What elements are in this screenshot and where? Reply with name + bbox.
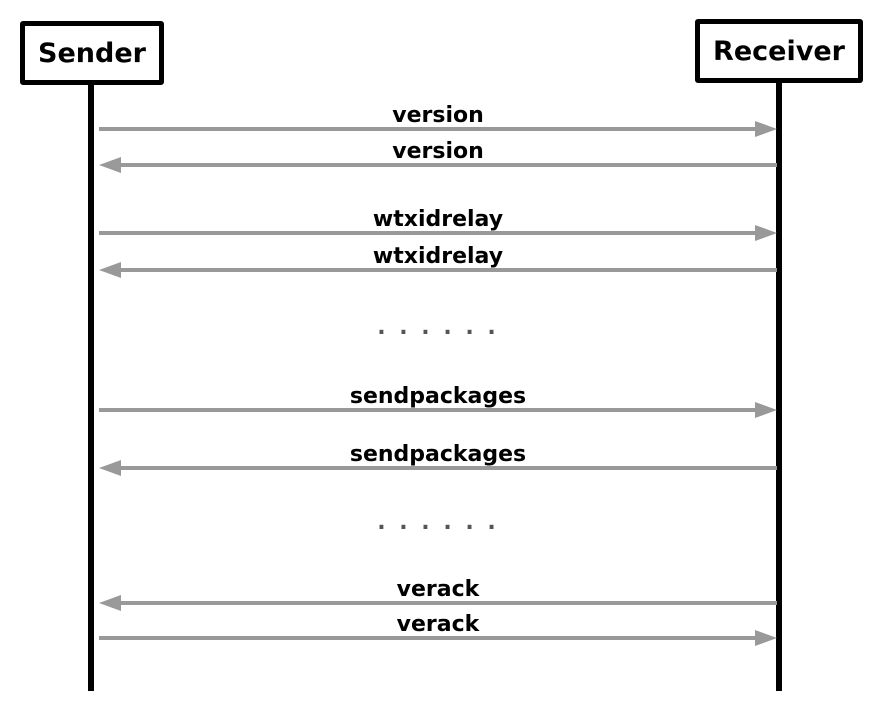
message-label: version [392, 139, 484, 164]
message-label: verack [397, 577, 481, 602]
message-label: sendpackages [350, 442, 526, 467]
message-label: verack [397, 612, 481, 637]
participant-label-receiver: Receiver [713, 35, 845, 67]
message-label: wtxidrelay [373, 207, 503, 232]
message-label: version [392, 103, 484, 128]
message-label: sendpackages [350, 384, 526, 409]
arrow-head-right [755, 630, 777, 646]
participant-label-sender: Sender [38, 37, 146, 69]
participant-box-receiver: Receiver [695, 19, 863, 83]
arrow-head-right [755, 225, 777, 241]
arrow-head-left [99, 157, 121, 173]
participant-box-sender: Sender [20, 21, 164, 85]
ellipsis-dots: . . . . . . [377, 315, 498, 340]
arrow-head-left [99, 460, 121, 476]
arrow-head-left [99, 262, 121, 278]
arrow-head-right [755, 121, 777, 137]
arrow-head-left [99, 595, 121, 611]
arrow-head-right [755, 402, 777, 418]
ellipsis-dots: . . . . . . [377, 510, 498, 535]
message-label: wtxidrelay [373, 244, 503, 269]
